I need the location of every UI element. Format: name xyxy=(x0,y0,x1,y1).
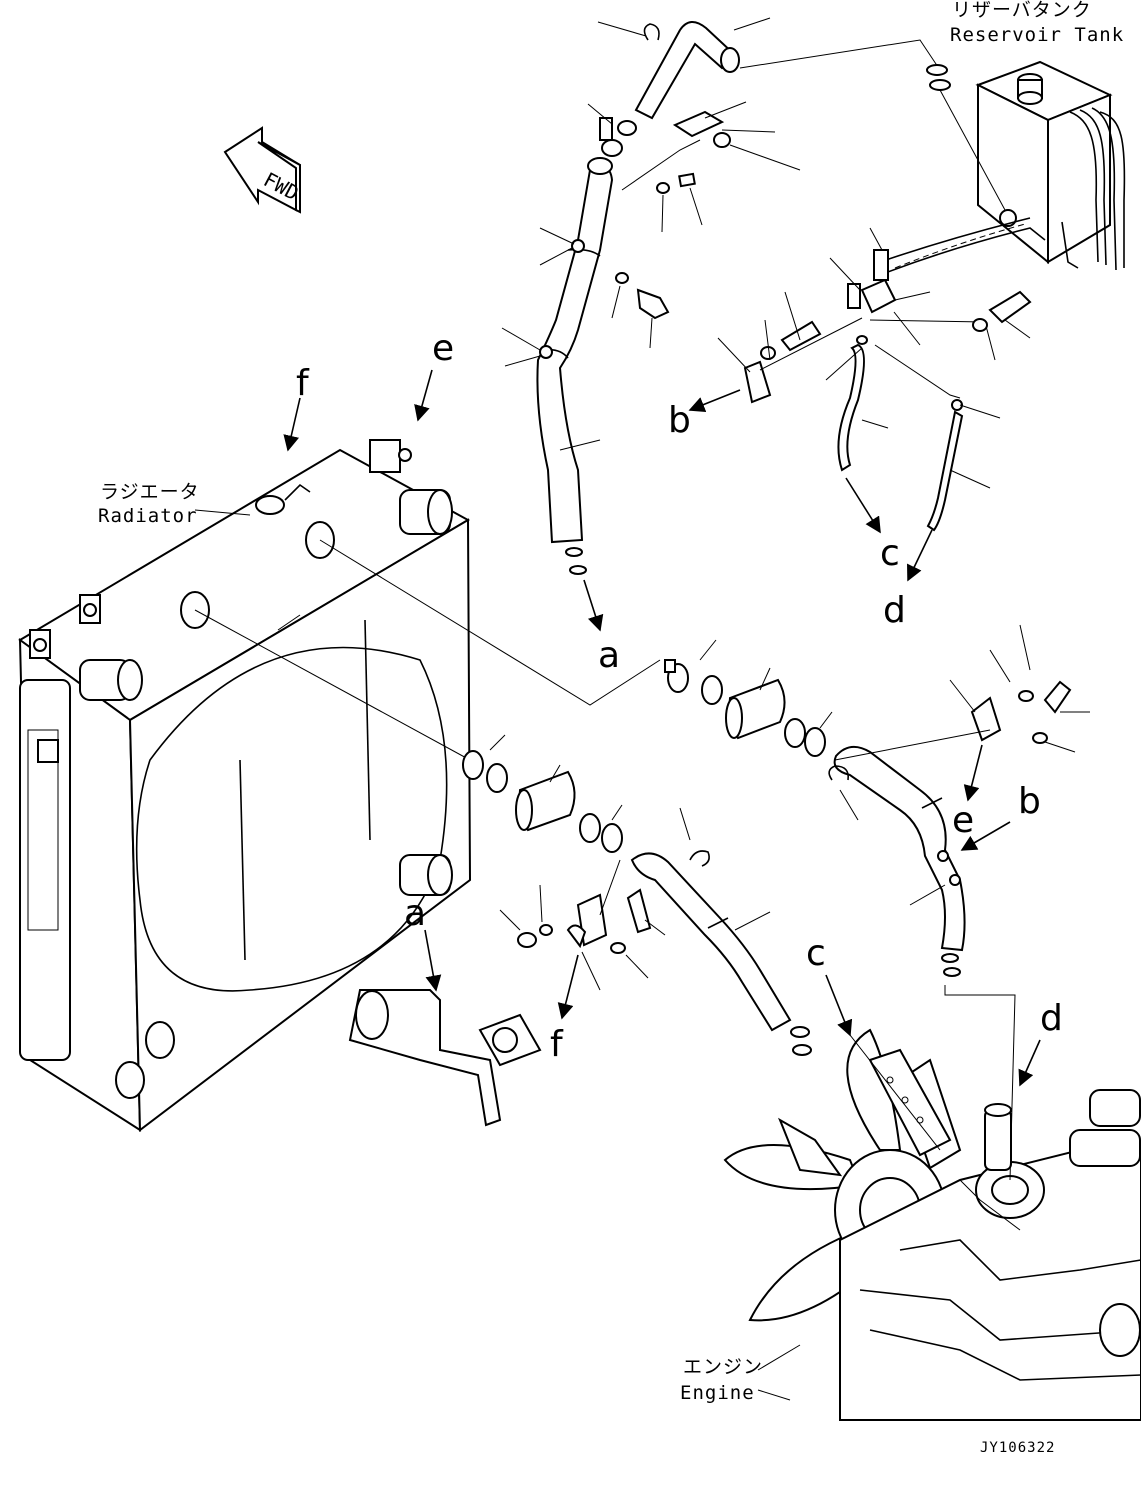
connection-letter-f-top: f xyxy=(296,363,310,404)
radiator-label-en: Radiator xyxy=(98,505,198,527)
fwd-arrow-icon: FWD xyxy=(223,126,303,214)
engine xyxy=(723,1028,1141,1421)
reservoir-tank xyxy=(975,60,1126,271)
engine-label-jp: エンジン xyxy=(683,1356,763,1378)
radiator-label-jp: ラジエータ xyxy=(100,481,200,503)
top-hose-assembly xyxy=(501,17,1006,632)
connection-letter-d-bottom: d xyxy=(1040,998,1063,1039)
connection-letter-d-top: d xyxy=(883,590,906,631)
connection-letter-c-bottom: c xyxy=(806,933,826,974)
connection-letter-c-top: c xyxy=(880,533,900,574)
connection-letter-e-top: e xyxy=(432,328,454,369)
upper-water-pipe xyxy=(664,624,1090,977)
reservoir-tank-label-en: Reservoir Tank xyxy=(950,24,1124,46)
connection-letter-f-bottom: f xyxy=(550,1024,564,1065)
reservoir-tank-label-jp: リザーバタンク xyxy=(952,0,1092,21)
connection-letter-a-bottom: a xyxy=(404,893,426,934)
engine-label-en: Engine xyxy=(680,1382,755,1404)
radiator xyxy=(18,439,542,1132)
lower-water-pipe xyxy=(462,734,812,1056)
connection-letter-b-left: b xyxy=(668,400,691,441)
connection-letter-a-top: a xyxy=(598,635,620,676)
connection-letter-e-right: e xyxy=(952,800,974,841)
overflow-tube-assembly xyxy=(688,217,1046,582)
drawing-code: JY106322 xyxy=(980,1440,1055,1456)
connection-letter-b-right: b xyxy=(1018,781,1041,822)
